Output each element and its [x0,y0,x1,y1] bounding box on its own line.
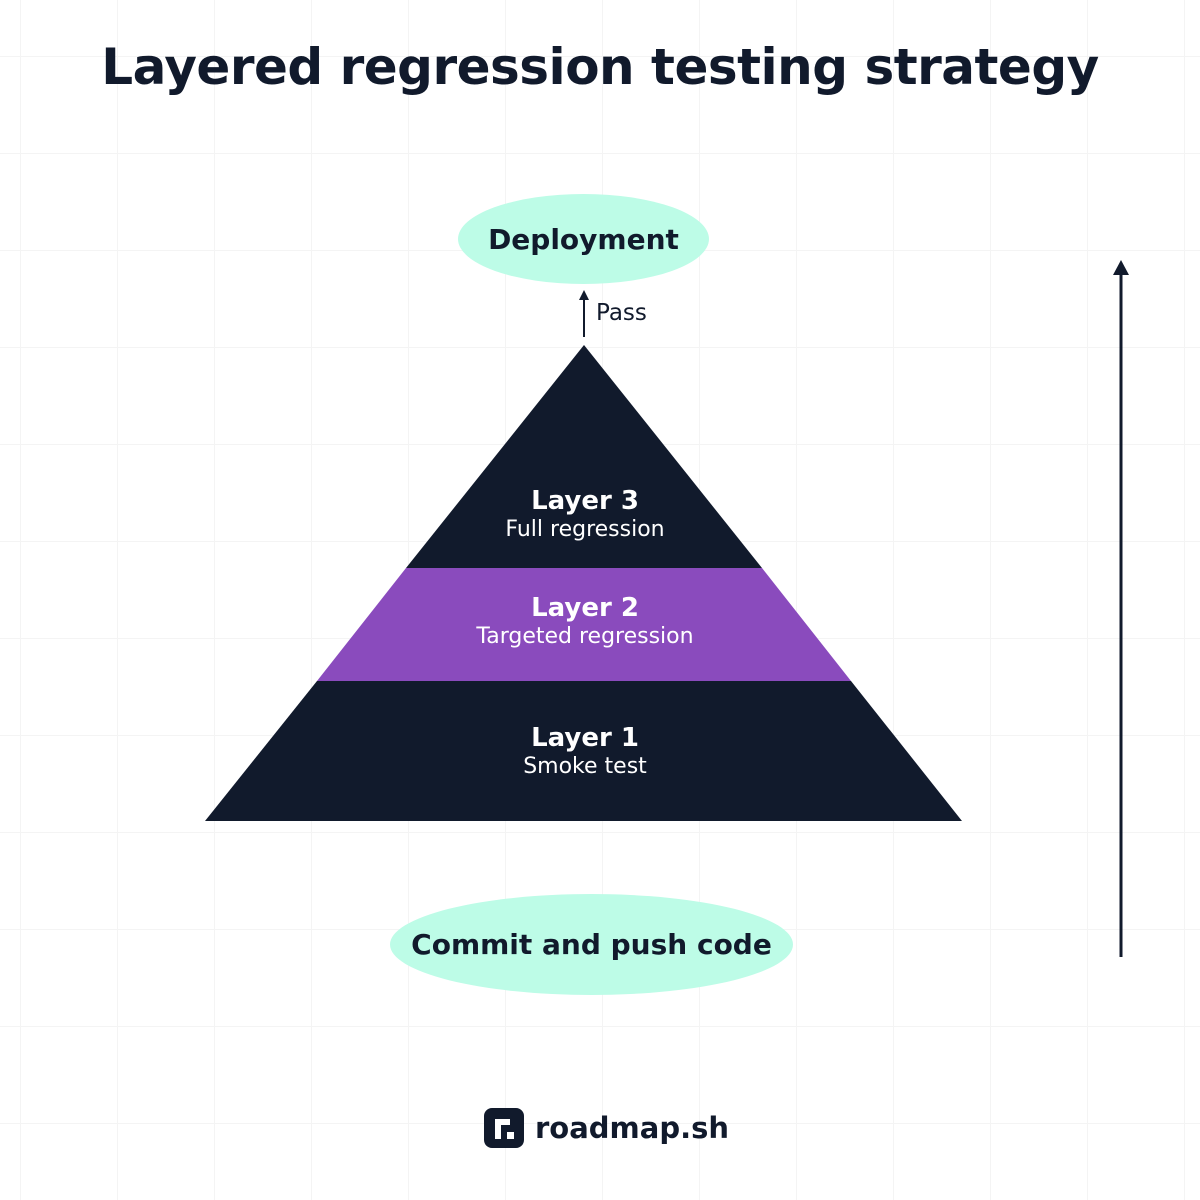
pyramid-layer-1 [205,681,962,821]
deployment-node: Deployment [458,194,709,284]
layer-3-name: Layer 3 [531,486,639,516]
layer-1-description: Smoke test [523,754,647,779]
pyramid-layer-3 [406,345,762,568]
pass-label: Pass [596,300,647,326]
brand-name: roadmap.sh [535,1111,730,1145]
pass-arrowhead [579,290,589,300]
commit-node: Commit and push code [390,894,793,995]
progression-arrowhead [1113,260,1129,275]
layer-2-description: Targeted regression [476,624,694,649]
page-title: Layered regression testing strategy [101,38,1099,96]
layer-2-name: Layer 2 [531,593,639,623]
layer-2-text: Layer 2 Targeted regression [385,593,785,651]
layer-3-description: Full regression [505,517,665,542]
deployment-label: Deployment [488,222,679,256]
brand-footer[interactable]: roadmap.sh [484,1108,729,1148]
roadmap-logo-icon [484,1108,524,1148]
layer-1-text: Layer 1 Smoke test [385,723,785,781]
layer-3-text: Layer 3 Full regression [385,486,785,544]
layer-1-name: Layer 1 [531,723,639,753]
pyramid-layer-2 [317,568,851,681]
commit-label: Commit and push code [411,928,772,961]
